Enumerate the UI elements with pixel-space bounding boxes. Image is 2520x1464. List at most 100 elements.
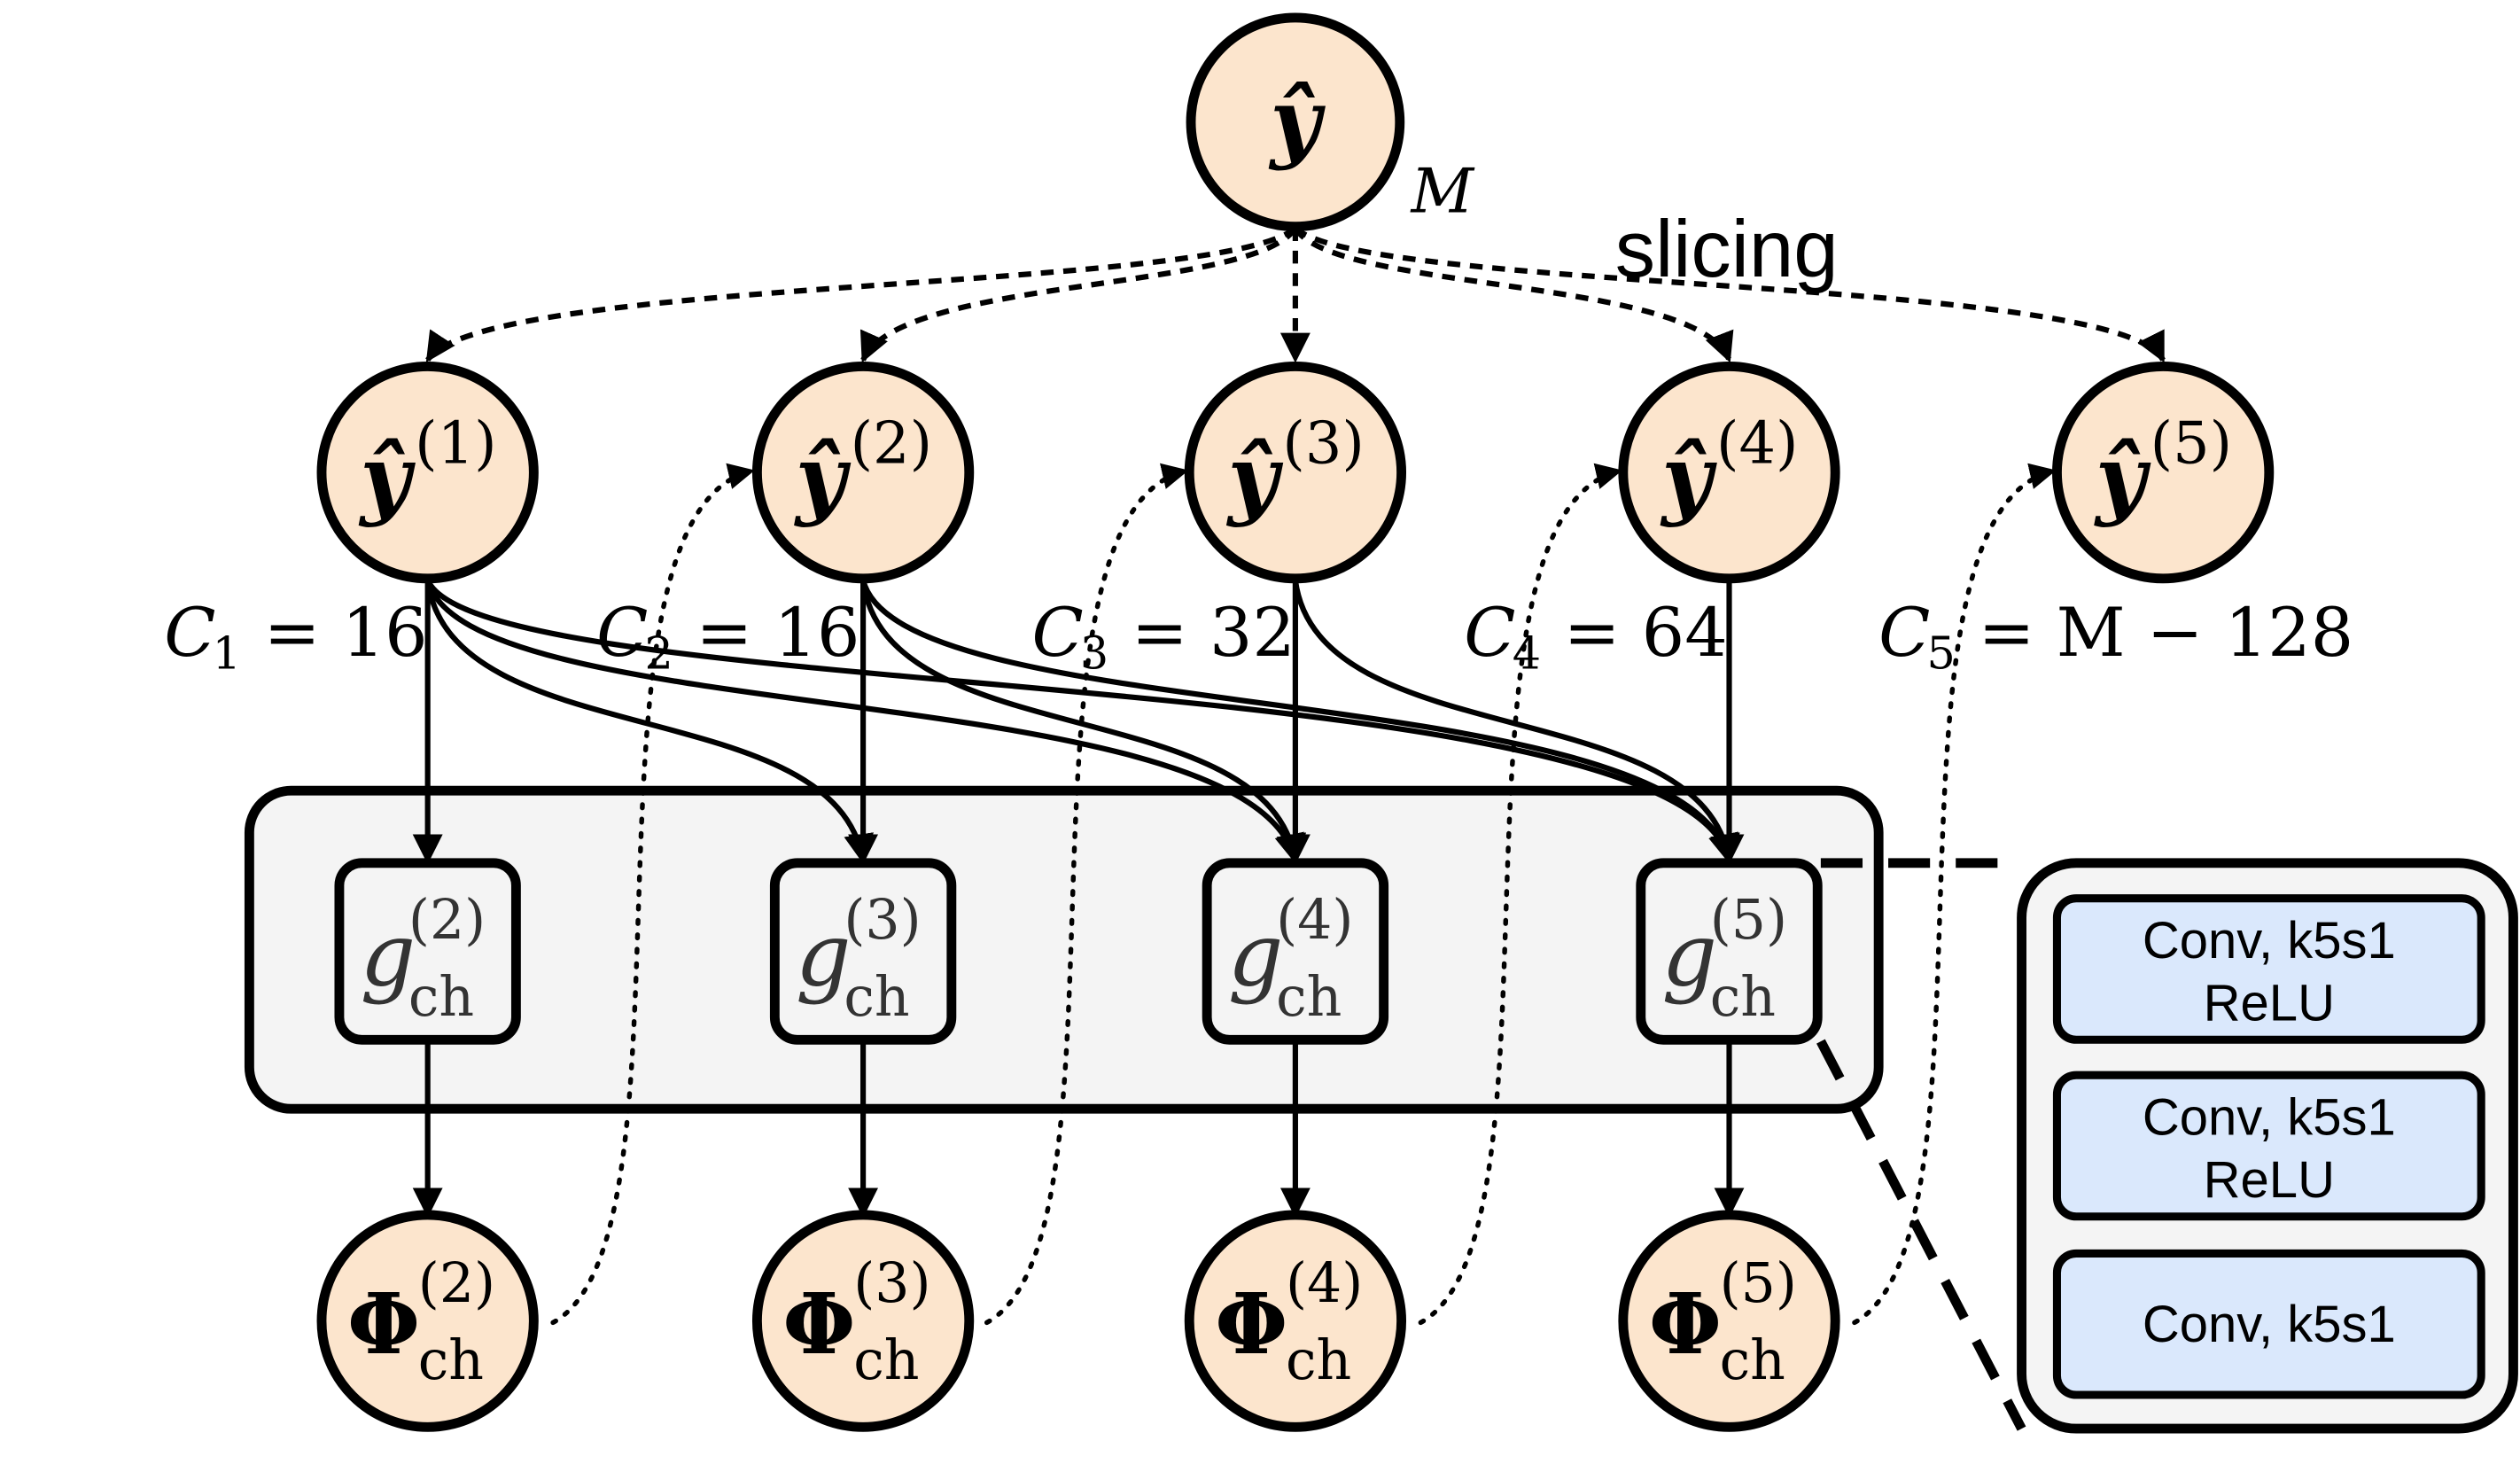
phi-node-3: Φ(3) ch: [751, 1210, 975, 1432]
curve-y2-g5: [860, 579, 1738, 865]
slice-node-circle: [1184, 362, 1407, 584]
slice-index: (2): [851, 409, 932, 477]
channel-label-5: C5 = M − 128: [1878, 593, 2353, 680]
slice-node-circle: [316, 362, 539, 584]
channel-subscript: 5: [1927, 627, 1956, 679]
conv-layer-line2: ReLU: [2204, 1151, 2335, 1209]
phi-superscript: (3): [853, 1251, 930, 1315]
channel-value: = 64: [1564, 593, 1728, 672]
slice-nodes: ŷ(1)C1= 16ŷ(2)C2= 16ŷ(3)C3= 32ŷ(4)C4= 64…: [164, 362, 2353, 680]
g-superscript: (3): [844, 888, 921, 952]
channel-symbol: C: [1031, 593, 1083, 672]
channel-subscript: 3: [1080, 627, 1108, 679]
channel-label-1: C1 = 16: [164, 593, 427, 680]
g-superscript: (2): [408, 888, 486, 952]
g-block-2: g(2) ch: [334, 858, 521, 1045]
curve-y3-g5: [1292, 580, 1740, 865]
g-block-box: [769, 858, 957, 1045]
channel-value: = 32: [1132, 593, 1295, 672]
channel-subscript: 1: [213, 627, 241, 679]
conv-layer-line1: Conv, k5s1: [2143, 912, 2396, 970]
phi-subscript: ch: [1720, 1328, 1785, 1392]
conv-layer-3: Conv, k5s1: [2052, 1249, 2485, 1399]
channel-symbol: C: [596, 593, 648, 672]
g-block-box: [1202, 858, 1389, 1045]
phi-superscript: (2): [418, 1251, 495, 1315]
g-superscript: (5): [1710, 888, 1787, 952]
slice-node-circle: [2052, 362, 2275, 584]
channel-symbol: C: [1464, 593, 1515, 672]
phi-node-circle: [1618, 1210, 1840, 1432]
slice-symbol: ŷ: [359, 427, 416, 529]
slice-index: (3): [1282, 409, 1364, 477]
slice-index: (1): [415, 409, 496, 477]
channel-label-3: C3 = 32: [1031, 593, 1295, 680]
channel-symbol: C: [164, 593, 215, 672]
channel-subscript: 2: [644, 627, 673, 679]
g-subscript: ch: [408, 965, 474, 1029]
slice-symbol: ŷ: [1660, 427, 1717, 529]
slice-node-4: ŷ(4): [1618, 362, 1840, 584]
g-block-5: g(5) ch: [1636, 858, 1823, 1045]
g-block-3: g(3) ch: [769, 858, 957, 1045]
channel-label-2: C2= 16: [596, 593, 859, 680]
g-subscript: ch: [1710, 965, 1776, 1029]
slice-index: (4): [1716, 409, 1798, 477]
g-symbol: g: [1228, 906, 1284, 1007]
g-block-box: [1636, 858, 1823, 1045]
slicing-label: slicing: [1615, 205, 1839, 294]
conv-layer-box: [2052, 1071, 2485, 1221]
phi-to-slice-arrows: [550, 463, 2057, 1326]
curve-y1-g4: [424, 579, 1304, 865]
slice-to-g-arrows: [412, 580, 1745, 865]
phi-node-4: Φ(4) ch: [1184, 1210, 1407, 1432]
slice-symbol: ŷ: [794, 427, 852, 529]
slice-symbol: ŷ: [1226, 427, 1284, 529]
slice-index: (5): [2151, 409, 2232, 477]
phi-subscript: ch: [418, 1328, 484, 1392]
dotted-phi2-y2: [550, 463, 755, 1326]
g-block-4: g(4) ch: [1202, 858, 1389, 1045]
phi-node-2: Φ(2)ch: [316, 1210, 539, 1432]
phi-symbol: Φ: [1215, 1275, 1287, 1374]
conv-layer-line1: Conv, k5s1: [2143, 1088, 2396, 1146]
curve-y2-g4: [860, 580, 1307, 865]
phi-node-circle: [751, 1210, 975, 1432]
g-subscript: ch: [844, 965, 909, 1029]
g-symbol: g: [796, 906, 852, 1007]
dotted-phi5-y5: [1852, 463, 2057, 1326]
g-superscript: (4): [1276, 888, 1353, 952]
curve-y1-g3: [424, 580, 874, 865]
conv-layer-box: [2052, 894, 2485, 1044]
phi-subscript: ch: [1286, 1328, 1351, 1392]
conv-layer-line2: ReLU: [2204, 975, 2335, 1032]
top-node-circle: [1186, 12, 1405, 232]
channel-value: = M − 128: [1979, 593, 2354, 672]
g-subscript: ch: [1276, 965, 1342, 1029]
channel-symbol: C: [1878, 593, 1930, 672]
channel-subscript: 4: [1513, 627, 1541, 679]
g-symbol: g: [361, 906, 416, 1007]
slice-node-circle: [751, 362, 975, 584]
g-block-box: [334, 858, 521, 1045]
slice-node-1: ŷ(1): [316, 362, 539, 584]
g-symbol: g: [1661, 906, 1717, 1007]
conv-layer-line1: Conv, k5s1: [2143, 1296, 2396, 1353]
phi-subscript: ch: [853, 1328, 919, 1392]
phi-node-circle: [316, 1210, 539, 1432]
top-node-symbol: ŷ: [1268, 70, 1326, 172]
phi-symbol: Φ: [782, 1275, 855, 1374]
slice-node-2: ŷ(2): [751, 362, 975, 584]
phi-superscript: (4): [1286, 1251, 1363, 1315]
channel-value: = 16: [264, 593, 428, 672]
conv-layer-box: [2052, 1249, 2485, 1399]
dotted-phi4-y4: [1418, 463, 1623, 1326]
phi-node-5: Φ(5)ch: [1618, 1210, 1840, 1432]
g-to-phi-arrows: [412, 1041, 1745, 1219]
slice-symbol: ŷ: [2094, 427, 2151, 529]
